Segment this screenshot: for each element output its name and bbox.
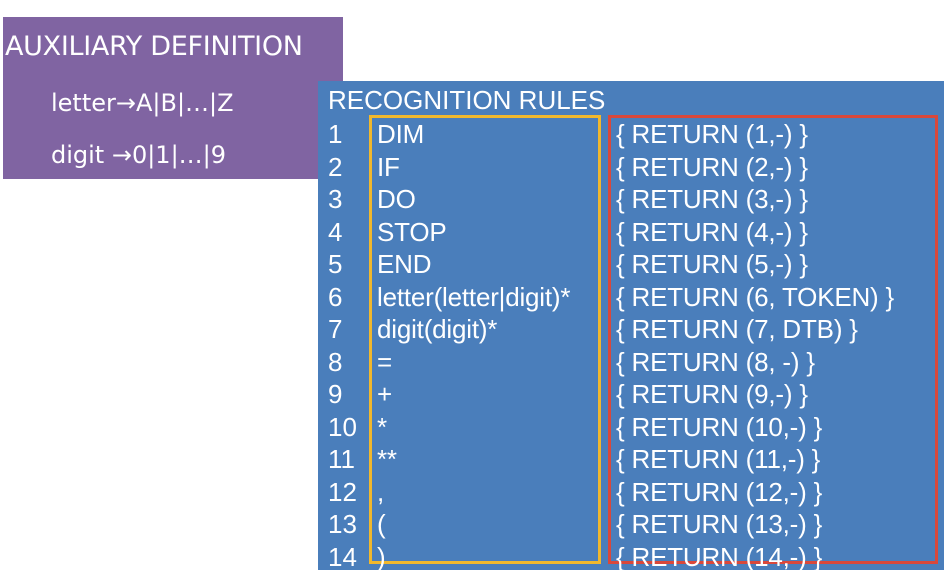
rule-number: 1 [328,119,343,149]
rule-row: 11 ** { RETURN (11,-) } [318,443,944,475]
rule-row: 14) { RETURN (14,-) } [318,541,944,573]
rule-action: { RETURN (3,-) } [616,184,808,214]
rule-number: 9 [328,379,343,409]
rule-pattern: ** [377,444,397,474]
rule-pattern: END [377,249,432,279]
rule-action: { RETURN (11,-) } [616,444,821,474]
rule-pattern: DO [377,184,416,214]
action-column-outline [608,115,938,564]
rule-action: { RETURN (5,-) } [616,249,808,279]
rule-pattern: + [377,379,392,409]
rule-pattern: = [377,346,392,377]
pattern-column-outline [369,115,601,564]
rule-number: 13 [328,509,357,539]
rule-number: 12 [328,476,357,507]
rule-number: 4 [328,216,343,247]
rule-pattern: STOP [377,216,447,247]
recognition-rules-title: RECOGNITION RULES [328,85,606,115]
rule-number: 3 [328,184,343,214]
rule-number: 11 [328,444,355,474]
rule-row: 4 STOP { RETURN (4,-) } [318,216,944,248]
rule-pattern: , [377,476,385,507]
rule-pattern: ) [377,541,386,572]
rule-pattern: * [377,411,387,442]
rule-row: 13 ( { RETURN (13,-) } [318,508,944,540]
auxiliary-definition-box: AUXILIARY DEFINITION letter→A|B|…|Z digi… [3,17,343,179]
rule-pattern: DIM [377,119,425,149]
rule-row: 6 letter(letter|digit)* { RETURN (6, TOKEN… [318,281,944,313]
rule-pattern: ( [377,509,386,539]
rule-number: 5 [328,249,343,279]
rule-row: 3 DO { RETURN (3,-) } [318,183,944,215]
rule-action: { RETURN (12,-) } [616,476,823,507]
rule-action: { RETURN (2,-) } [616,151,808,182]
rule-row: 10 * { RETURN (10,-) } [318,411,944,443]
rule-action: { RETURN (13,-) } [616,509,823,539]
rule-number: 14 [328,541,357,572]
rule-row: 8 = { RETURN (8, -) } [318,346,944,378]
rule-row: 9 + { RETURN (9,-) } [318,378,944,410]
auxiliary-definition-title: AUXILIARY DEFINITION [5,31,303,62]
rule-action: { RETURN (1,-) } [616,119,808,149]
rule-pattern: letter(letter|digit)* [377,281,571,312]
rule-row: 1 DIM { RETURN (1,-) } [318,118,944,150]
rule-action: { RETURN (6, TOKEN) } [616,281,895,312]
rule-action: { RETURN (7, DTB) } [616,314,858,344]
rule-pattern: digit(digit)* [377,314,498,344]
rule-row: 2 IF { RETURN (2,-) } [318,151,944,183]
recognition-rules-box: RECOGNITION RULES 1 DIM { RETURN (1,-) } 2 I… [318,81,944,573]
rule-row: 7 digit(digit)* { RETURN (7, DTB) } [318,313,944,345]
rule-number: 7 [328,314,343,344]
rule-number: 2 [328,151,343,182]
rule-number: 8 [328,346,343,377]
letter-definition: letter→A|B|…|Z [51,89,234,117]
rule-row: 5 END { RETURN (5,-) } [318,248,944,280]
rule-row: 12, { RETURN (12,-) } [318,476,944,508]
rule-action: { RETURN (14,-) } [616,541,823,572]
rule-number: 10 [328,411,357,442]
rule-pattern: IF [377,151,400,182]
rule-action: { RETURN (9,-) } [616,379,808,409]
rule-action: { RETURN (10,-) } [616,411,823,442]
rule-number: 6 [328,281,343,312]
digit-definition: digit →0|1|…|9 [51,141,227,169]
rule-action: { RETURN (4,-) } [616,216,808,247]
rule-action: { RETURN (8, -) } [616,346,815,377]
